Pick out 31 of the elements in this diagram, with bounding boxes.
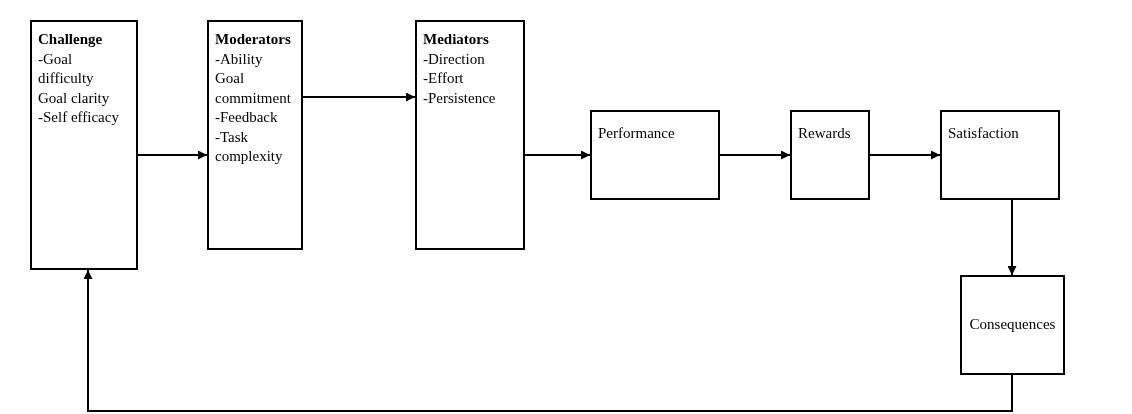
arrow	[524, 150, 591, 160]
box-label: Satisfaction	[948, 124, 1020, 143]
box-label: Performance	[598, 124, 676, 143]
list-item: -Ability	[215, 49, 264, 69]
box-label: Consequences	[968, 315, 1057, 335]
arrow	[137, 150, 208, 160]
arrow	[1007, 199, 1017, 276]
list-item: -Effort	[423, 69, 465, 88]
factor-box	[207, 20, 303, 250]
list-item: -Feedback	[215, 108, 279, 127]
arrow	[83, 269, 1013, 412]
box-heading: Mediators	[423, 30, 490, 49]
arrow	[869, 150, 941, 160]
list-item: Goal clarity	[38, 88, 111, 108]
process-box	[590, 110, 720, 200]
list-item: -Direction	[423, 49, 486, 69]
box-heading: Moderators	[215, 30, 292, 49]
list-item: -Persistence	[423, 88, 497, 108]
arrow	[302, 92, 416, 102]
process-box	[960, 275, 1065, 375]
factor-box	[415, 20, 525, 250]
factor-box	[30, 20, 138, 270]
process-box	[790, 110, 870, 200]
arrow	[719, 150, 791, 160]
process-box	[940, 110, 1060, 200]
box-heading: Challenge	[38, 30, 104, 49]
list-item: -Self efficacy	[38, 108, 120, 127]
list-item: -Goal difficulty	[38, 49, 95, 88]
box-label: Rewards	[798, 124, 852, 143]
list-item: -Task complexity	[215, 127, 284, 166]
list-item: Goal commitment	[215, 69, 292, 108]
